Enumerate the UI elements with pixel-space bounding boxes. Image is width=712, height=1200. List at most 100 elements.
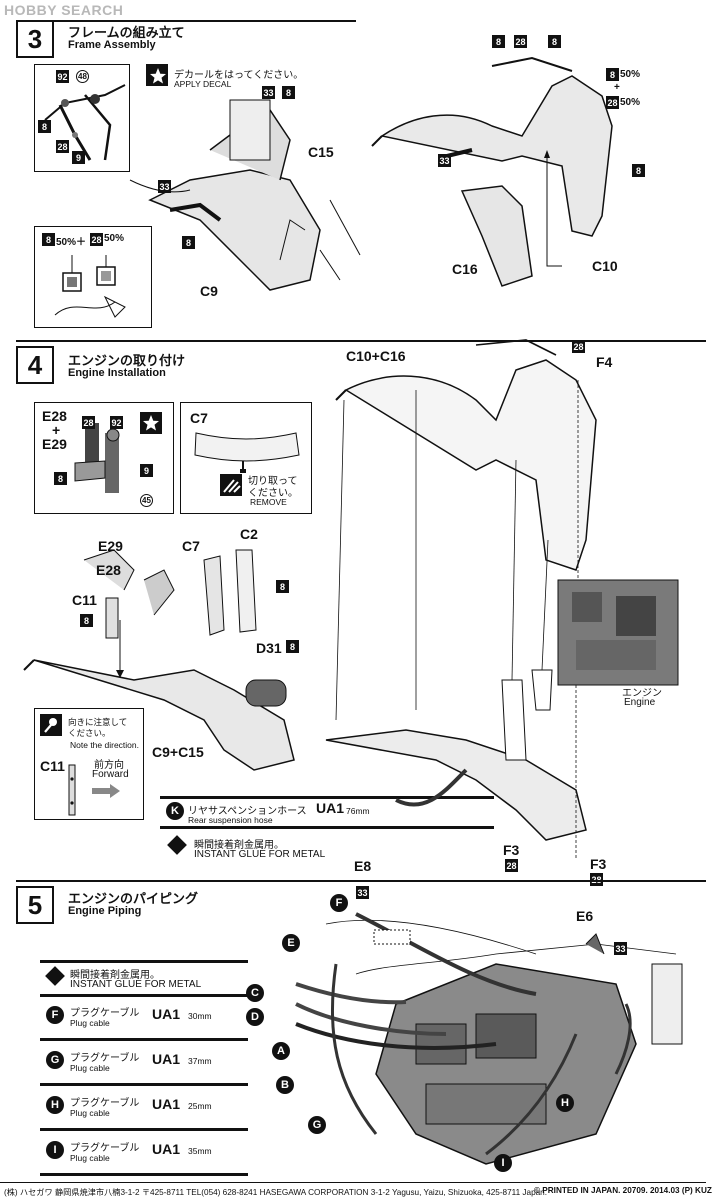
right-mix-tag-8: 8: [606, 68, 619, 81]
part-f4: F4: [596, 354, 613, 370]
s5-glue-en: INSTANT GLUE FOR METAL: [70, 979, 202, 990]
direction-icon: [40, 714, 62, 736]
f3a-tag-28: 28: [505, 859, 518, 872]
remove-en: REMOVE: [250, 497, 287, 507]
callout-i: I: [494, 1154, 512, 1172]
c11-tag-8: 8: [80, 614, 93, 627]
part-e29: E29: [98, 538, 123, 554]
direction-part: C11: [40, 758, 65, 774]
right-mix-tag-28: 28: [606, 96, 619, 109]
step-4-number: 4: [16, 346, 54, 384]
cable-length: 37mm: [188, 1056, 212, 1066]
engine-jp: エンジン: [622, 688, 662, 699]
part-c9: C9: [200, 283, 218, 299]
part-c11: C11: [72, 592, 97, 608]
part-c10: C10: [592, 258, 618, 274]
forward-en: Forward: [92, 769, 129, 780]
cable-divider: [40, 1038, 248, 1041]
tag-9: 9: [72, 151, 85, 164]
hose-length: 76mm: [346, 806, 370, 816]
e-tag-45: 45: [140, 494, 153, 507]
frame-c10-drawing: [371, 56, 613, 287]
step-3-title-jp: フレームの組み立て: [68, 25, 185, 40]
f3b-tag-28: 28: [590, 873, 603, 886]
mix-ratio-b: 50%: [104, 233, 125, 244]
part-c16: C16: [452, 261, 478, 277]
step-5-title-en: Engine Piping: [68, 905, 142, 917]
e28-plus: +: [52, 422, 61, 438]
callout-d: D: [246, 1008, 264, 1026]
s5-glue-diamond-icon: [45, 966, 65, 986]
tag-28: 28: [56, 140, 69, 153]
footer-rule: [0, 1182, 706, 1183]
engine-piping-drawing: [295, 912, 683, 1165]
direction-en: Note the direction.: [70, 740, 139, 750]
frame-tag-33: 33: [158, 180, 171, 193]
callout-g: G: [308, 1116, 326, 1134]
cable-part: UA1: [152, 1096, 181, 1112]
frame-tag-8: 8: [182, 236, 195, 249]
step-4-divider: [16, 340, 706, 342]
decal-instruction-en: APPLY DECAL: [174, 79, 232, 89]
c10-tag-8b: 8: [548, 35, 561, 48]
hose-letter: K: [166, 802, 184, 820]
callout-a: A: [272, 1042, 290, 1060]
cable-divider: [40, 1173, 248, 1176]
c7-box-label: C7: [190, 410, 208, 426]
e-tag-92: 92: [110, 416, 123, 429]
tag-8: 8: [38, 120, 51, 133]
step-5-title-jp: エンジンのパイピング: [68, 891, 199, 906]
engine-en: Engine: [624, 697, 656, 708]
step-4-title-en: Engine Installation: [68, 367, 166, 379]
cable-length: 25mm: [188, 1101, 212, 1111]
e29-label: E29: [42, 436, 67, 452]
s5-bar-1: [40, 994, 248, 997]
c15-tag-33: 33: [262, 86, 275, 99]
cable-en: Plug cable: [70, 1018, 110, 1028]
right-mix-b: 50%: [620, 97, 641, 108]
c15-tag-8: 8: [282, 86, 295, 99]
detail-box-c7: [180, 402, 312, 514]
remove-jp-2: ください。: [248, 488, 298, 499]
part-e28: E28: [96, 562, 121, 578]
cable-length: 30mm: [188, 1011, 212, 1021]
direction-jp: 向きに注意して: [68, 717, 128, 727]
f4-tag-28: 28: [572, 340, 585, 353]
part-f3a: F3: [503, 842, 520, 858]
hose-jp: リヤサスペンションホース: [188, 806, 307, 817]
step-3-title-en: Frame Assembly: [68, 39, 156, 51]
right-mix-a: 50%: [620, 69, 641, 80]
cable-divider: [40, 1128, 248, 1131]
frame-engine-drawing: [325, 339, 679, 860]
tag-48: 48: [76, 70, 89, 83]
glue-diamond-icon: [167, 835, 187, 855]
cable-part: UA1: [152, 1006, 181, 1022]
cable-en: Plug cable: [70, 1063, 110, 1073]
cable-en: Plug cable: [70, 1153, 110, 1163]
cable-length: 35mm: [188, 1146, 212, 1156]
e-tag-8: 8: [54, 472, 67, 485]
step-5-number: 5: [16, 886, 54, 924]
part-c9c15: C9+C15: [152, 744, 204, 760]
star-icon: [146, 64, 168, 86]
callout-e: E: [282, 934, 300, 952]
mix-ratio-a: 50%＋: [56, 237, 87, 248]
e6-tag-33: 33: [614, 942, 627, 955]
frame-c9c15-drawing: [23, 549, 295, 771]
cable-divider: [40, 1083, 248, 1086]
part-e8: E8: [354, 858, 372, 874]
watermark: HOBBY SEARCH: [4, 2, 124, 18]
part-c15: C15: [308, 144, 334, 160]
remove-jp-1: 切り取って: [248, 476, 298, 487]
step-5-divider: [16, 880, 706, 882]
part-c7: C7: [182, 538, 200, 554]
cable-jp: プラグケーブル: [70, 1008, 140, 1019]
glue-bar: [160, 826, 494, 829]
d31-tag-8: 8: [286, 640, 299, 653]
callout-b: B: [276, 1076, 294, 1094]
part-c2: C2: [240, 526, 258, 542]
glue-jp: 瞬間接着剤金属用。: [194, 840, 284, 851]
